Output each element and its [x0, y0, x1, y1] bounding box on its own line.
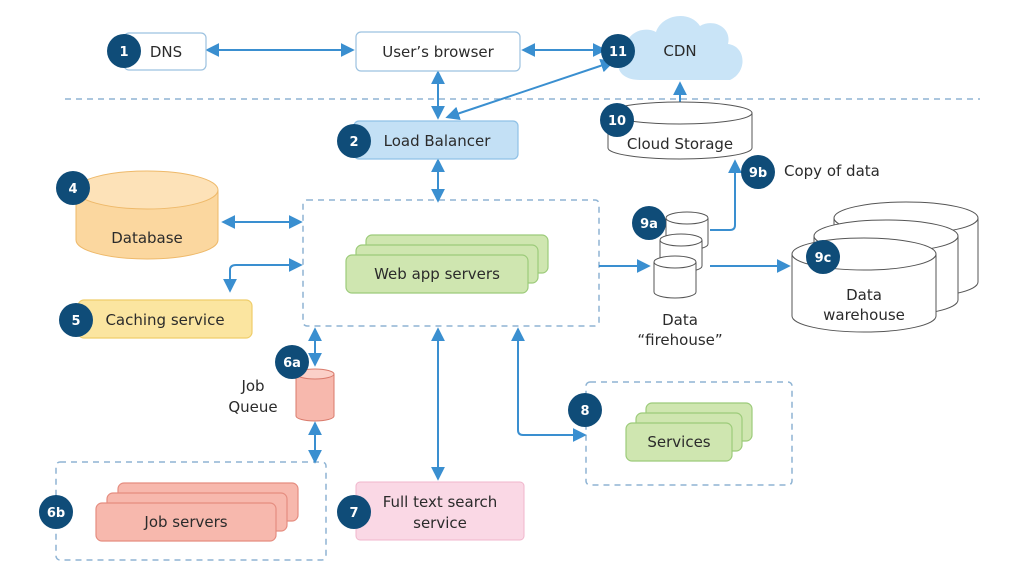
arrow-firehose-storage [710, 159, 742, 231]
caching-service-label: Caching service [105, 311, 224, 329]
warehouse-cylinders [791, 201, 979, 333]
firehose-label-2: “firehouse” [637, 331, 722, 349]
job-servers-zone [55, 461, 327, 561]
firehose-cylinders [653, 211, 709, 299]
badge-6b: 6b [39, 495, 73, 529]
svg-text:6b: 6b [47, 506, 65, 521]
job-queue-label-1: Job [240, 377, 264, 395]
web-server-card-front [345, 254, 529, 294]
job-servers-label: Job servers [143, 513, 227, 531]
badge-2: 2 [337, 124, 371, 158]
cdn-cloud [618, 15, 743, 80]
job-queue-body [295, 374, 335, 422]
arrow-lb-cdn [445, 58, 615, 121]
badge-9b: 9b [741, 155, 775, 189]
services-zone [585, 381, 793, 486]
badge-8: 8 [568, 393, 602, 427]
badge-9c: 9c [806, 240, 840, 274]
warehouse-label-1: Data [846, 286, 882, 304]
badge-11: 11 [601, 34, 635, 68]
svg-text:4: 4 [68, 182, 77, 197]
database-top [75, 170, 219, 210]
job-server-card-front [95, 502, 277, 542]
svg-text:9c: 9c [815, 251, 832, 266]
full-text-label-2: service [413, 514, 467, 532]
browser-box [355, 31, 521, 72]
svg-text:10: 10 [608, 114, 626, 129]
warehouse-label-2: warehouse [823, 306, 905, 324]
badge-9a: 9a [632, 206, 666, 240]
cloud-storage-label: Cloud Storage [627, 135, 733, 153]
svg-text:5: 5 [71, 314, 80, 329]
badge-7: 7 [337, 495, 371, 529]
browser-label: User’s browser [382, 43, 494, 61]
svg-text:7: 7 [349, 506, 358, 521]
services-card-front [625, 422, 733, 462]
job-queue-label-2: Queue [228, 398, 277, 416]
web-app-servers-label: Web app servers [374, 265, 500, 283]
badge-1: 1 [107, 34, 141, 68]
connectors [205, 43, 791, 481]
database-label: Database [111, 229, 183, 247]
services-label: Services [647, 433, 710, 451]
badge-10: 10 [600, 103, 634, 137]
svg-text:11: 11 [609, 45, 627, 60]
badge-5: 5 [59, 303, 93, 337]
cdn-label: CDN [663, 42, 696, 60]
load-balancer-label: Load Balancer [384, 132, 492, 150]
cloud-storage-body [607, 113, 753, 160]
svg-text:6a: 6a [283, 356, 301, 371]
firehose-label-1: Data [662, 311, 698, 329]
arrow-cache-web [223, 258, 303, 293]
svg-text:9a: 9a [640, 217, 658, 232]
full-text-label-1: Full text search [383, 493, 498, 511]
svg-text:1: 1 [119, 45, 128, 60]
badge-6a: 6a [275, 345, 309, 379]
badge-4: 4 [56, 171, 90, 205]
svg-text:8: 8 [580, 404, 589, 419]
svg-text:9b: 9b [749, 166, 767, 181]
dns-label: DNS [150, 43, 182, 61]
database-body [75, 190, 219, 260]
arrow-web-services [511, 327, 587, 442]
copy-of-data-label: Copy of data [784, 162, 880, 180]
web-app-zone [302, 199, 600, 327]
svg-text:2: 2 [349, 135, 358, 150]
